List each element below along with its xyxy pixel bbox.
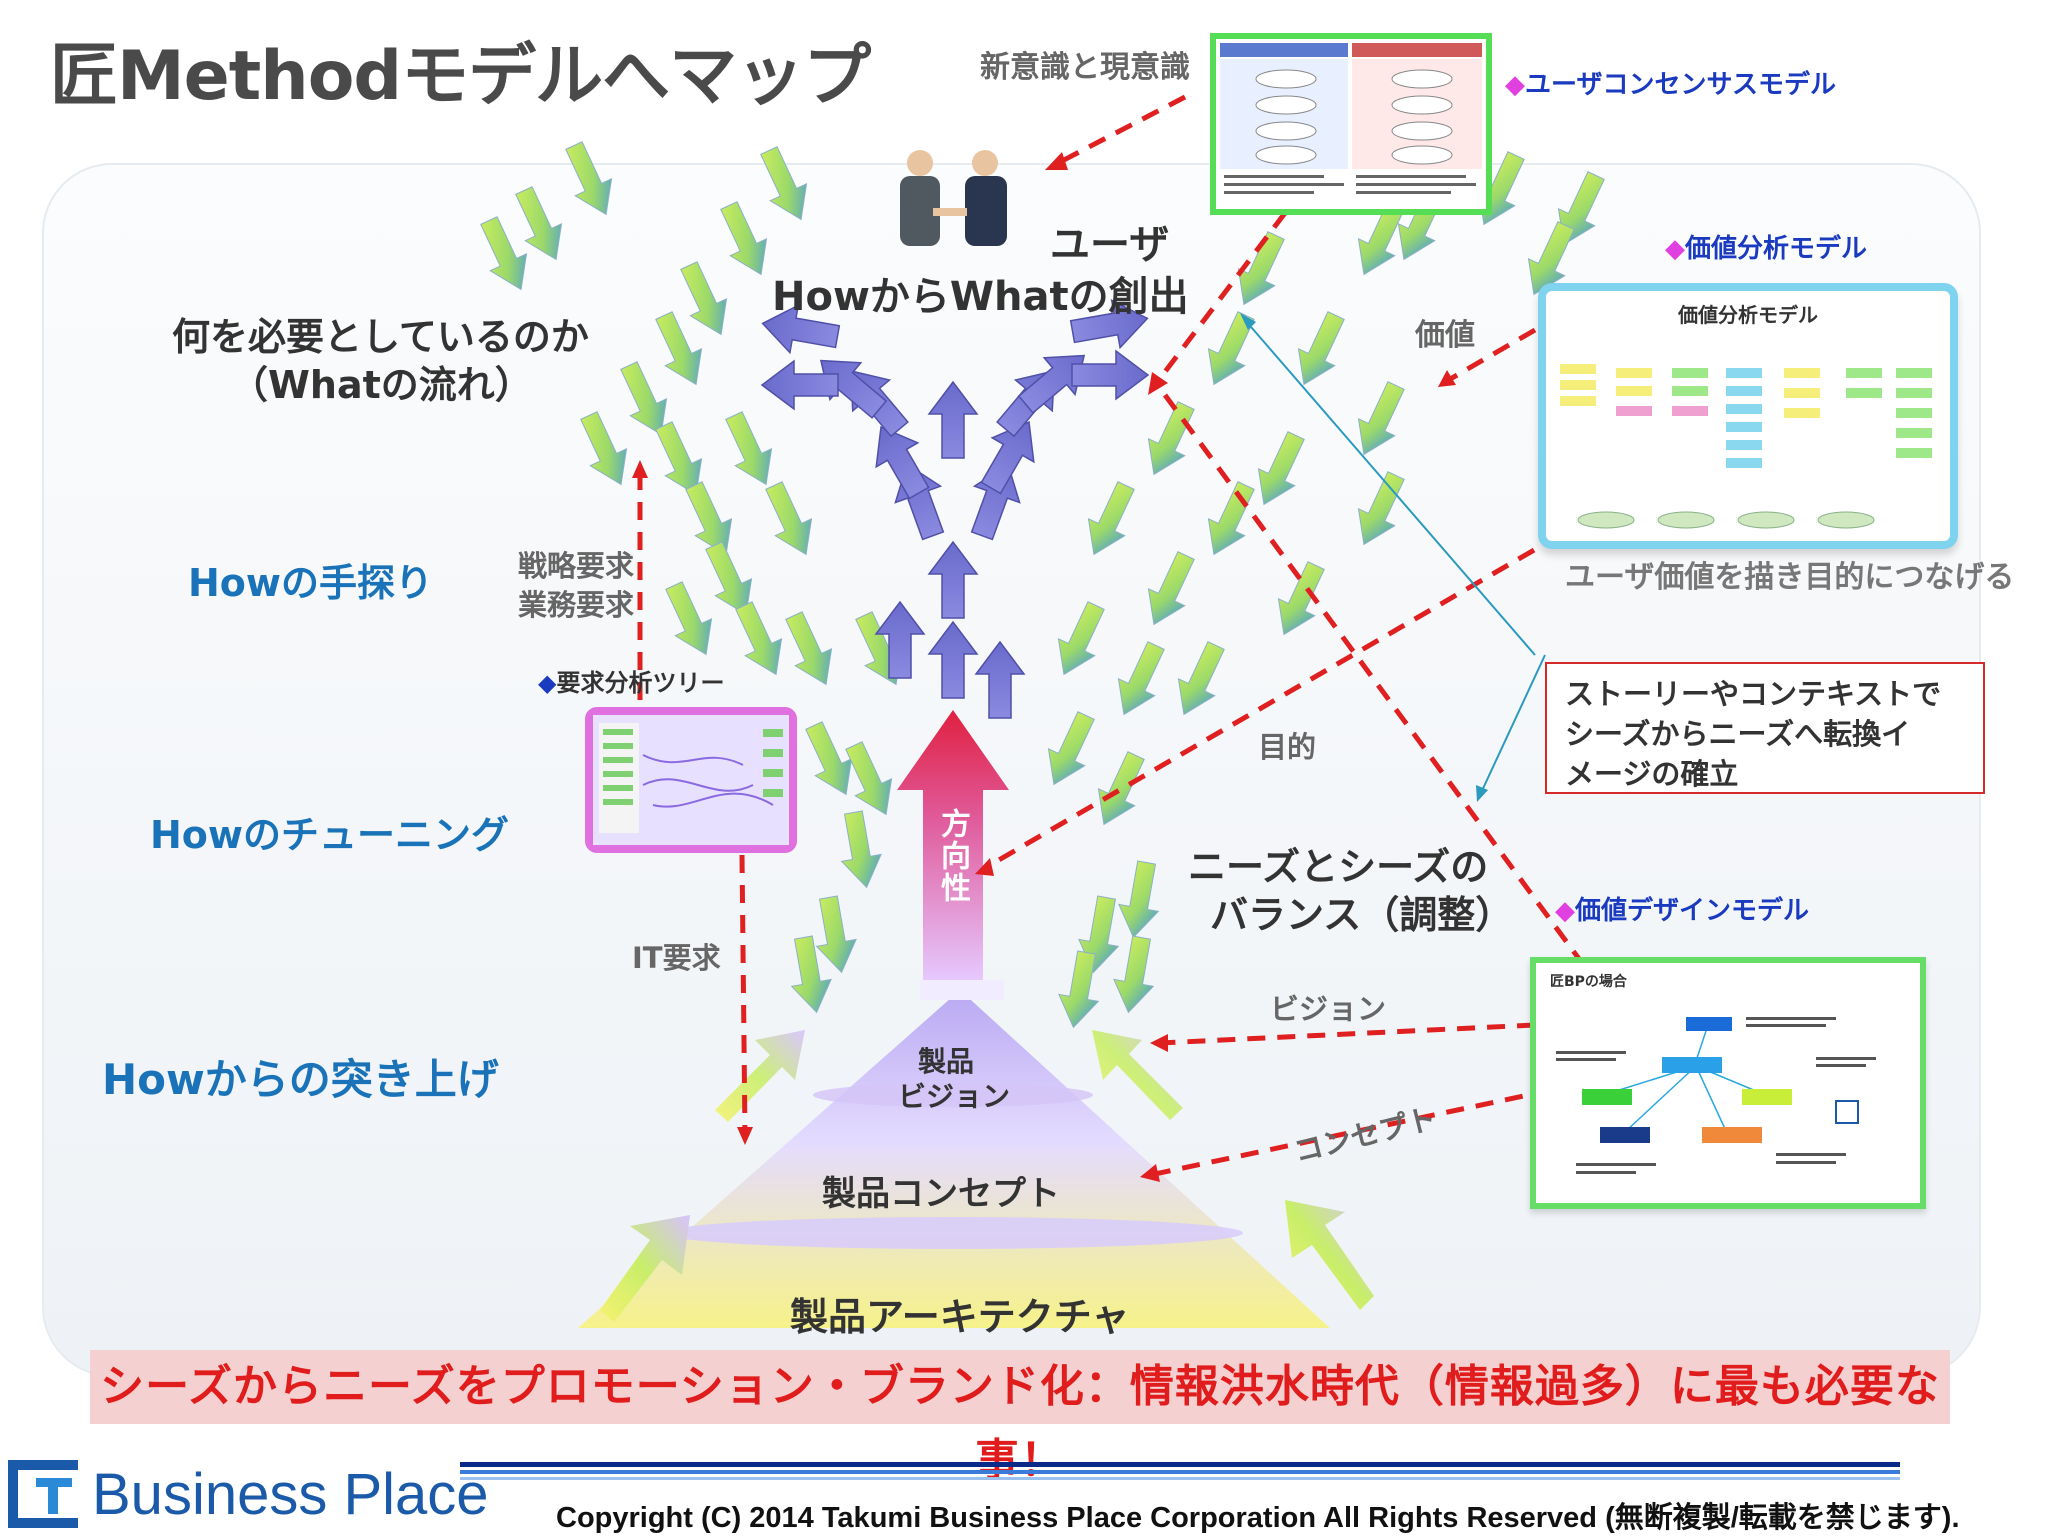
callout-line-1: ストーリーやコンテキストで [1565, 677, 1942, 711]
falling-arrow-icon [833, 808, 887, 892]
balance-label: バランス（調整） [1210, 893, 1514, 937]
teal-connectors [1244, 319, 1546, 796]
direction-arrow [897, 710, 1009, 980]
falling-arrow-icon [1245, 426, 1315, 514]
rising-arrow-icon [928, 541, 978, 619]
falling-arrow-icon [1265, 556, 1335, 644]
consciousness-label: 新意識と現意識 [980, 50, 1190, 85]
callout-box: ストーリーやコンテキストで シーズからニーズへ転換イ メージの確立 [1545, 662, 1985, 794]
value-label: 価値 [1415, 318, 1475, 353]
logo-text: Business Place [92, 1461, 489, 1527]
how-to-what-label: HowからWhatの創出 [772, 274, 1189, 320]
value-analysis-model-label: ◆価値分析モデル [1665, 234, 1868, 264]
product-vision-label-2: ビジョン [898, 1080, 1011, 1113]
bottom-banner: シーズからニーズをプロモーション・ブランド化：情報洪水時代（情報過多）に最も必要… [90, 1350, 1950, 1486]
falling-arrow-icon [1105, 636, 1175, 724]
red-dashed-connectors [637, 94, 1693, 1178]
falling-arrow-icon [1345, 376, 1415, 464]
falling-arrow-icon [725, 596, 795, 684]
footer-rule-2 [460, 1470, 1900, 1474]
falling-arrow-icon [1113, 858, 1167, 942]
callout-line-3: メージの確立 [1565, 757, 1739, 791]
falling-arrow-icon [750, 141, 820, 229]
value-analysis-model-text: 価値分析モデル [1685, 234, 1868, 264]
copyright-text: Copyright (C) 2014 Takumi Business Place… [556, 1502, 1960, 1534]
teal-arrowheads [1240, 313, 1488, 802]
falling-arrow-icon [1165, 636, 1235, 724]
requirement-tree-label: ◆要求分析ツリー [538, 669, 725, 697]
purpose-label: 目的 [1258, 730, 1317, 764]
vision-label: ビジョン [1270, 992, 1387, 1026]
value-analysis-thumb-title: 価値分析モデル [1678, 303, 1818, 327]
falling-arrow-icon [1085, 746, 1155, 834]
logo-mark-icon [6, 1456, 82, 1532]
falling-arrow-icon [570, 406, 640, 494]
value-analysis-model-thumbnail: 価値分析モデル [1538, 283, 1958, 549]
falling-arrow-icon [470, 211, 540, 299]
callout-line-2: シーズからニーズへ転換イ [1565, 717, 1911, 751]
how-tsukiage-label: Howからの突き上げ [102, 1055, 499, 1104]
footer-rule-3 [460, 1477, 1900, 1480]
what-flow-label: （Whatの流れ） [230, 363, 533, 407]
falling-arrow-icon [1345, 466, 1415, 554]
rising-arrow-icon [975, 641, 1025, 719]
requirement-tree-text: 要求分析ツリー [556, 669, 725, 697]
product-arch-label: 製品アーキテクチャ [790, 1295, 1130, 1339]
direction-label: 方向性 [935, 808, 970, 904]
page-title: 匠Methodモデルへマップ [50, 37, 871, 116]
company-logo: Business Place [6, 1455, 489, 1533]
push-up-arrows [600, 1030, 1374, 1322]
falling-arrow-icon [1135, 546, 1205, 634]
user-value-purpose-label: ユーザ価値を描き目的につなげる [1565, 560, 2015, 595]
handshake-icon [900, 150, 1007, 246]
falling-arrow-icon [1045, 596, 1115, 684]
value-design-thumb-title: 匠BPの場合 [1550, 974, 1627, 990]
value-design-model-label: ◆価値デザインモデル [1555, 896, 1810, 926]
user-label: ユーザ [1050, 222, 1170, 268]
needs-seeds-label: ニーズとシーズの [1188, 845, 1489, 889]
business-req-label: 業務要求 [518, 588, 635, 622]
rising-arrow-icon [928, 381, 978, 459]
product-vision-label-1: 製品 [918, 1045, 975, 1078]
falling-arrow-icon [1135, 396, 1205, 484]
falling-arrow-icon [710, 196, 780, 284]
falling-arrow-icon [505, 181, 575, 269]
it-req-label: IT要求 [632, 941, 721, 975]
product-pyramid [578, 980, 1330, 1328]
falling-arrow-icon [775, 606, 845, 694]
falling-arrow-icon [755, 476, 825, 564]
footer-rule [460, 1462, 1900, 1467]
requirement-tree-thumbnail [585, 707, 797, 853]
strategy-req-label: 戦略要求 [518, 549, 635, 583]
consensus-model-text: ユーザコンセンサスモデル [1525, 70, 1836, 100]
value-design-model-thumbnail: 匠BPの場合 [1530, 957, 1926, 1209]
falling-arrow-icon [715, 406, 785, 494]
falling-arrow-icon [1225, 226, 1295, 314]
how-tuning-label: Howのチューニング [150, 813, 510, 857]
rising-arrow-icon [928, 621, 978, 699]
falling-arrow-icon [655, 576, 725, 664]
falling-arrow-icon [1035, 706, 1105, 794]
consensus-model-thumbnail [1210, 33, 1492, 215]
how-tesaguri-label: Howの手探り [188, 561, 434, 605]
what-needed-label: 何を必要としているのか [172, 315, 589, 359]
product-concept-label: 製品コンセプト [822, 1174, 1060, 1214]
consensus-model-label: ◆ユーザコンセンサスモデル [1505, 70, 1836, 100]
falling-arrow-icon [555, 136, 625, 224]
value-design-model-text: 価値デザインモデル [1575, 896, 1810, 926]
falling-arrow-icon [1075, 476, 1145, 564]
